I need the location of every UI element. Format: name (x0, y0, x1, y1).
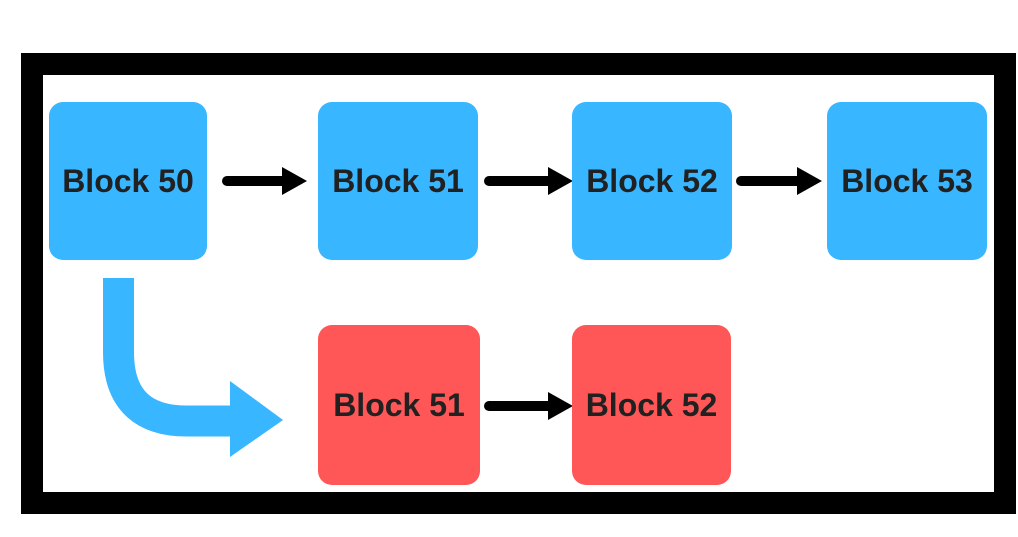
diagram-frame (21, 53, 1016, 514)
block-52-main: Block 52 (572, 102, 732, 260)
block-label: Block 53 (841, 162, 973, 199)
block-label: Block 50 (62, 162, 194, 199)
block-label: Block 52 (585, 386, 718, 423)
block-51-main: Block 51 (318, 102, 478, 260)
block-label: Block 51 (332, 162, 464, 199)
block-51-fork: Block 51 (318, 325, 480, 485)
block-label: Block 52 (586, 162, 718, 199)
block-50-main: Block 50 (49, 102, 207, 260)
block-label: Block 51 (333, 386, 465, 423)
block-52-fork: Block 52 (572, 325, 731, 485)
block-53-main: Block 53 (827, 102, 987, 260)
